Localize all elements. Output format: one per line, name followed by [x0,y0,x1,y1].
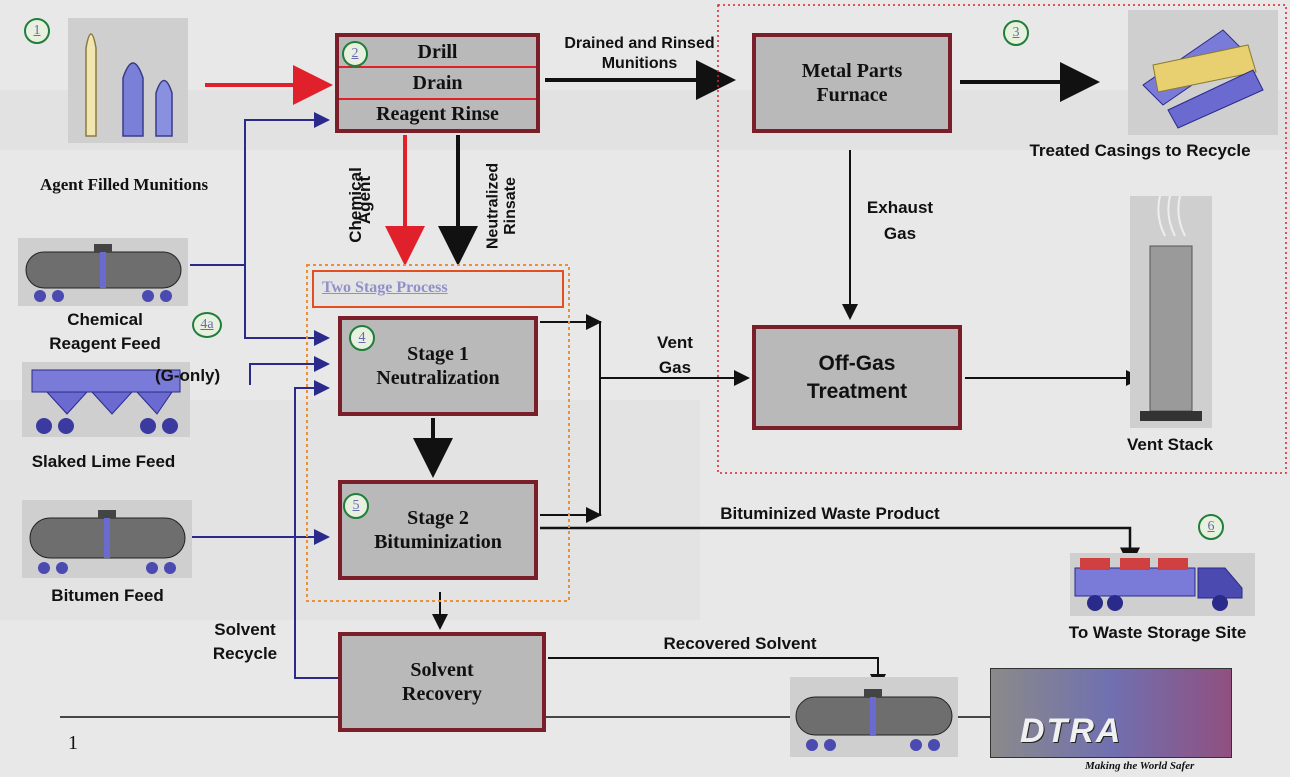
step-1-marker: 1 [24,18,50,44]
stage1-line-1: Stage 1 [407,343,469,365]
reagent-line-2 [244,265,330,346]
solvent-recycle-line [294,380,338,679]
stage2-line-2: Bituminization [374,531,502,553]
stage1-line-2: Neutralization [376,367,500,389]
step-6-marker: 6 [1198,514,1224,540]
treated-casings-label: Treated Casings to Recycle [1029,141,1251,160]
waste-line [540,526,1140,568]
munitions-icon [68,18,188,143]
offgas-line-2: Treatment [806,379,908,403]
vent-gas-label-1: Vent [657,333,693,352]
solvent-line-2: Recovery [402,683,482,705]
bitumen-feed-label: Bitumen Feed [51,586,164,605]
solvent-recovery-box: Solvent Recovery [338,632,546,732]
furnace-line-1: Metal Parts [801,60,903,82]
drained-label-2: Munitions [601,55,678,72]
offgas-box: Off-Gas Treatment [752,325,962,430]
two-stage-label: Two Stage Process [322,279,448,296]
solvent-line-1: Solvent [410,659,474,681]
two-stage-enclosure [306,264,570,602]
stage2-box: Stage 2 Bituminization [338,480,538,580]
drain-label: Drain [339,68,536,100]
truck-icon [1070,553,1255,616]
two-stage-label-box [312,270,564,308]
offgas-line-1: Off-Gas [818,351,896,375]
agent-filled-label: Agent Filled Munitions [39,175,209,194]
dtra-logo [990,668,1232,758]
tank-car-bitumen-icon [22,500,192,578]
hopper-car-icon [22,362,190,437]
slaked-lime-label: Slaked Lime Feed [31,452,176,471]
step-4a-marker: 4a [192,312,222,338]
chem-reagent-label-2: Reagent Feed [49,334,161,353]
reagent-line [190,112,330,266]
exhaust-gas-label-2: Gas [883,224,917,243]
g-only-label: (G-only) [155,366,221,385]
waste-site-label: To Waste Storage Site [1068,623,1247,642]
step-5-marker: 5 [343,493,369,519]
page-number: 1 [68,732,78,754]
casings-icon [1128,10,1278,135]
vent-gas-label-2: Gas [658,358,692,377]
step-4-marker: 4 [349,325,375,351]
drill-drain-box: Drill Drain Reagent Rinse [335,33,540,133]
lime-line [249,356,330,385]
drill-label: Drill [339,37,536,69]
reagent-rinse-label: Reagent Rinse [376,103,499,126]
tank-car-icon [18,238,188,306]
vent-stack-label: Vent Stack [1127,435,1213,454]
tagline: Making the World Safer [1085,760,1195,772]
solvent-recycle-label-2: Recycle [212,644,278,663]
furnace-enclosure [717,4,1287,474]
stage2-line-1: Stage 2 [407,507,469,529]
solvent-recycle-label-1: Solvent [214,620,276,639]
chem-reagent-label-1: Chemical [67,310,143,329]
recovered-tank-icon [790,677,958,757]
step-3-marker: 3 [1003,20,1029,46]
furnace-line-2: Furnace [816,84,888,106]
recovered-solvent-label: Recovered Solvent [663,634,817,653]
rinsate-label-2: Rinsate [502,177,519,235]
drained-label-1: Drained and Rinsed [564,35,715,52]
chem-agent-label-2: Agent [355,175,374,225]
step-2-marker: 2 [342,41,368,67]
metal-parts-furnace-box: Metal Parts Furnace [752,33,952,133]
bituminized-label: Bituminized Waste Product [720,504,940,523]
vent-stack-icon [1130,195,1212,428]
dtra-logo-text: DTRA [1020,712,1123,750]
exhaust-gas-label-1: Exhaust [866,198,934,217]
